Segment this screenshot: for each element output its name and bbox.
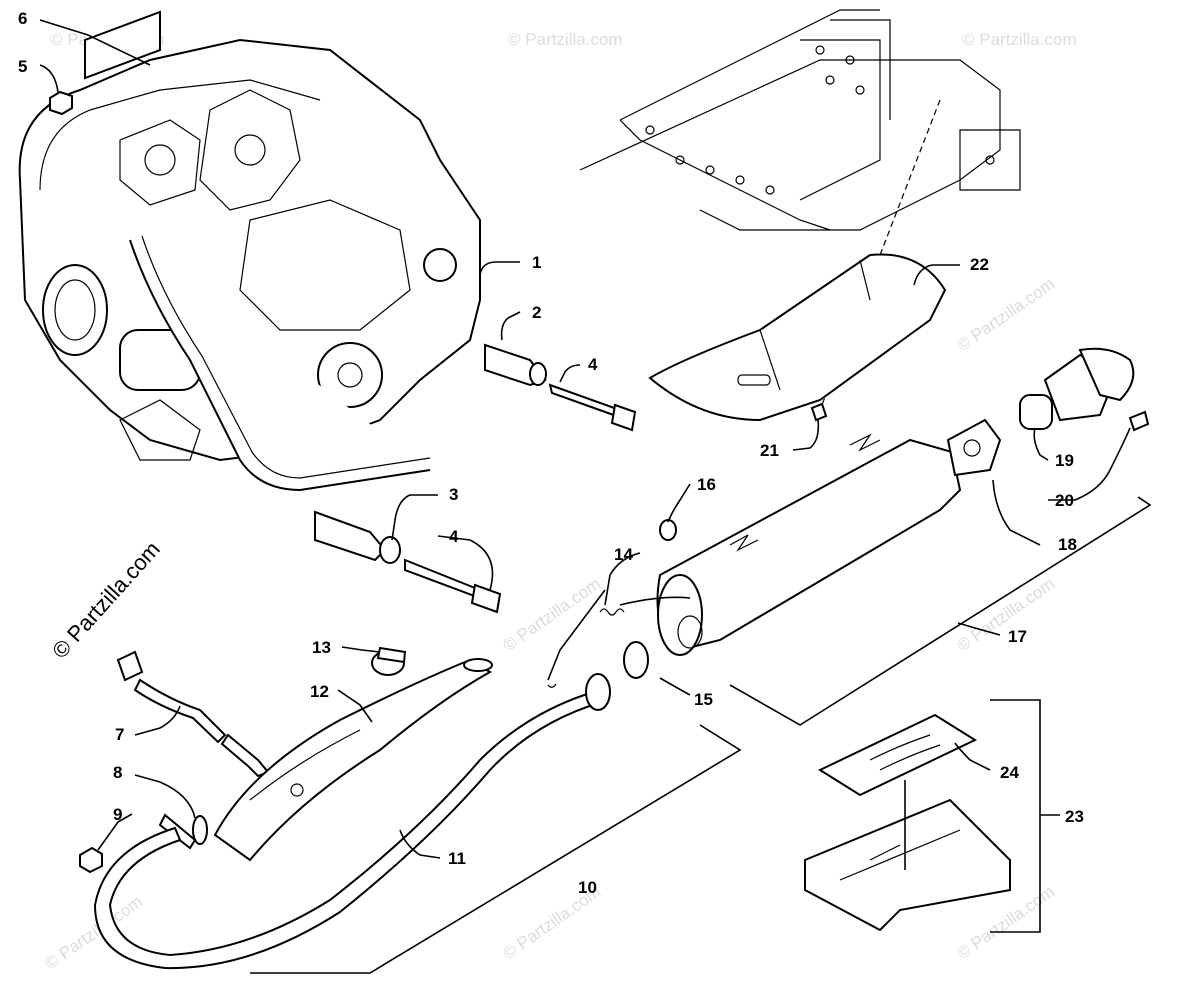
callout-6: 6 [18,9,27,28]
spring-14 [547,608,625,688]
callout-8: 8 [113,763,122,782]
screw-21 [810,402,828,422]
watermark-faint: © Partzilla.com [962,30,1077,49]
callout-4-upper: 4 [588,355,598,374]
callout-10: 10 [578,878,597,897]
nut-9 [79,846,103,874]
bolt-4-upper [548,383,637,432]
gasket-15 [623,641,649,679]
callout-18: 18 [1058,535,1077,554]
watermark-faint: © Partzilla.com [953,274,1058,355]
engine-illustration [18,38,481,492]
callout-3: 3 [449,485,458,504]
callout-24: 24 [1000,763,1019,782]
callout-12: 12 [310,682,329,701]
gasket-18 [946,418,1002,477]
watermark-faint: © Partzilla.com [499,574,604,655]
gasket-8 [192,815,208,845]
watermark-faint: © Partzilla.com [953,574,1058,655]
callout-7: 7 [115,725,124,744]
callout-22: 22 [970,255,989,274]
callout-19: 19 [1055,451,1074,470]
nut-5 [49,90,73,116]
adapter-3 [314,510,401,564]
watermark-faint: © Partzilla.com [508,30,623,49]
heat-shield-12 [213,658,493,862]
muffler-17 [656,433,962,656]
skid-plate-23 [804,798,1011,932]
callout-21: 21 [760,441,779,460]
callout-14: 14 [614,545,633,564]
callout-2: 2 [532,303,541,322]
label-6 [84,10,161,80]
clamp-13 [371,646,407,676]
callout-11: 11 [448,849,466,868]
callout-15: 15 [694,690,713,709]
watermark-faint: © Partzilla.com [41,892,146,973]
watermark-main: © Partzilla.com [47,536,165,663]
callout-5: 5 [18,57,27,76]
callout-16: 16 [697,475,716,494]
plug-16 [659,519,677,541]
callout-23: 23 [1065,807,1084,826]
frame-illustration [579,9,1021,411]
callout-13: 13 [312,638,331,657]
sensor-7 [116,650,270,778]
heat-shield-22 [648,253,947,422]
spark-arrestor-19 [1019,347,1135,430]
decal-24 [817,713,978,797]
screw-20 [1128,410,1150,432]
callout-9: 9 [113,805,122,824]
callout-17: 17 [1008,627,1027,646]
adapter-2 [484,343,547,387]
callout-20: 20 [1055,491,1074,510]
callout-1: 1 [532,253,541,272]
callout-4-lower: 4 [449,527,459,546]
leader-lines [39,19,1152,974]
bolt-4-lower [404,558,502,614]
header-pipe-10 [93,673,611,970]
